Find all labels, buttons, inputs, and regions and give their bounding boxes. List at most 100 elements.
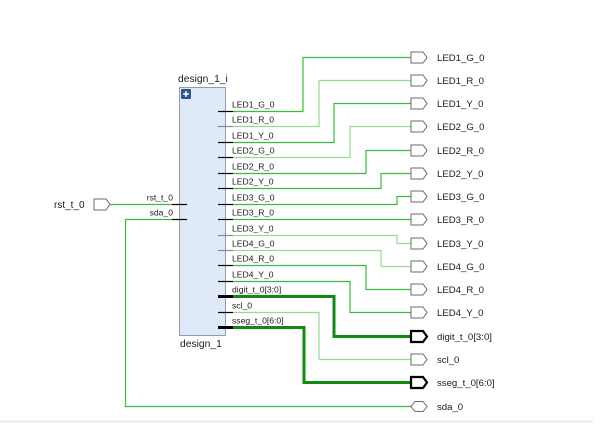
pin-label: LED2_Y_0 xyxy=(232,177,274,187)
net-wire-led4-r-0[interactable] xyxy=(233,264,411,291)
output-port-icon[interactable] xyxy=(410,51,428,64)
port-led2-y-0[interactable]: LED2_Y_0 xyxy=(410,167,483,180)
net-wire-led1-g-0[interactable] xyxy=(233,56,411,113)
pin-label: LED4_G_0 xyxy=(232,239,275,249)
pin-rst-t-0[interactable]: rst_t_0 xyxy=(147,193,187,206)
output-port-icon[interactable] xyxy=(410,74,428,87)
net-wire-led2-g-0[interactable] xyxy=(233,125,411,159)
pin-label: LED4_Y_0 xyxy=(232,270,274,280)
port-label: scl_0 xyxy=(437,355,459,366)
block-instance-name: design_1_i xyxy=(178,74,228,85)
output-port-icon[interactable] xyxy=(410,120,428,133)
output-port-icon[interactable] xyxy=(410,144,428,157)
port-led1-g-0[interactable]: LED1_G_0 xyxy=(410,51,484,64)
port-label: LED4_R_0 xyxy=(437,285,484,296)
pin-label: LED4_R_0 xyxy=(232,254,274,264)
pin-led1-g-0[interactable]: LED1_G_0 xyxy=(218,100,275,113)
output-port-icon[interactable] xyxy=(410,353,428,366)
pin-scl-0[interactable]: scl_0 xyxy=(218,301,252,314)
pin-sda-0[interactable]: sda_0 xyxy=(150,208,187,221)
port-led4-y-0[interactable]: LED4_Y_0 xyxy=(410,306,483,319)
plus-icon[interactable] xyxy=(181,89,191,99)
output-port-icon[interactable] xyxy=(409,329,429,344)
pin-label: rst_t_0 xyxy=(147,193,173,203)
port-scl-0[interactable]: scl_0 xyxy=(410,353,459,366)
port-led3-y-0[interactable]: LED3_Y_0 xyxy=(410,237,483,250)
port-led4-g-0[interactable]: LED4_G_0 xyxy=(410,260,484,273)
port-label: LED3_R_0 xyxy=(437,215,484,226)
port-label: LED2_Y_0 xyxy=(437,169,483,180)
port-label: LED1_Y_0 xyxy=(437,99,483,110)
pin-led2-y-0[interactable]: LED2_Y_0 xyxy=(218,177,274,190)
net-wire-digit-t-0-3-0[interactable] xyxy=(233,295,411,338)
output-port-icon[interactable] xyxy=(410,237,428,250)
net-wire-sseg-t-0-6-0[interactable] xyxy=(233,326,411,384)
pin-led1-y-0[interactable]: LED1_Y_0 xyxy=(218,131,274,144)
port-led2-g-0[interactable]: LED2_G_0 xyxy=(410,120,484,133)
output-port-icon[interactable] xyxy=(410,260,428,273)
pin-label: LED2_G_0 xyxy=(232,146,275,156)
output-port-icon[interactable] xyxy=(409,375,429,390)
port-label: LED4_Y_0 xyxy=(437,308,483,319)
pin-label: LED3_R_0 xyxy=(232,208,274,218)
block-pins: LED1_G_0LED1_R_0LED1_Y_0LED2_G_0LED2_R_0… xyxy=(147,100,284,329)
output-port-icon[interactable] xyxy=(410,283,428,296)
net-wire-led2-r-0[interactable] xyxy=(233,149,411,175)
net-wire-led3-g-0[interactable] xyxy=(233,195,411,206)
port-led1-y-0[interactable]: LED1_Y_0 xyxy=(410,97,483,110)
port-led4-r-0[interactable]: LED4_R_0 xyxy=(410,283,484,296)
external-ports: LED1_G_0LED1_R_0LED1_Y_0LED2_G_0LED2_R_0… xyxy=(54,51,495,414)
pin-led1-r-0[interactable]: LED1_R_0 xyxy=(218,115,274,128)
pin-led4-g-0[interactable]: LED4_G_0 xyxy=(218,239,275,252)
net-wire-led1-y-0[interactable] xyxy=(233,102,411,144)
port-digit-t-0-3-0[interactable]: digit_t_0[3:0] xyxy=(409,329,492,344)
output-port-icon[interactable] xyxy=(410,167,428,180)
pin-digit-t-0-3-0[interactable]: digit_t_0[3:0] xyxy=(218,285,281,298)
output-port-icon[interactable] xyxy=(410,306,428,319)
output-port-icon[interactable] xyxy=(410,213,428,226)
net-wire-led1-r-0[interactable] xyxy=(233,79,411,128)
pin-label: sseg_t_0[6:0] xyxy=(232,316,284,326)
port-led3-g-0[interactable]: LED3_G_0 xyxy=(410,190,484,203)
pin-led2-g-0[interactable]: LED2_G_0 xyxy=(218,146,275,159)
port-led2-r-0[interactable]: LED2_R_0 xyxy=(410,144,484,157)
pin-led3-y-0[interactable]: LED3_Y_0 xyxy=(218,224,274,237)
port-label: sseg_t_0[6:0] xyxy=(437,378,495,389)
input-port-icon[interactable] xyxy=(93,198,111,211)
port-label: LED1_R_0 xyxy=(437,76,484,87)
net-wire-led2-y-0[interactable] xyxy=(233,172,411,190)
pin-label: LED3_G_0 xyxy=(232,193,275,203)
net-wire-led3-y-0[interactable] xyxy=(233,234,411,245)
net-wire-led4-g-0[interactable] xyxy=(233,249,411,268)
block-body[interactable] xyxy=(179,87,226,336)
port-label: LED4_G_0 xyxy=(437,262,484,273)
port-sseg-t-0-6-0[interactable]: sseg_t_0[6:0] xyxy=(409,375,495,390)
net-wire-led4-y-0[interactable] xyxy=(233,280,411,314)
ip-block-design-1[interactable]: design_1_i design_1 xyxy=(178,74,228,350)
port-label: rst_t_0 xyxy=(54,200,85,211)
output-port-icon[interactable] xyxy=(410,190,428,203)
pin-label: digit_t_0[3:0] xyxy=(232,285,281,295)
port-led3-r-0[interactable]: LED3_R_0 xyxy=(410,213,484,226)
pin-led3-r-0[interactable]: LED3_R_0 xyxy=(218,208,274,221)
inout-port-icon[interactable] xyxy=(410,401,428,412)
pin-label: LED3_Y_0 xyxy=(232,224,274,234)
net-wire-sda-0[interactable] xyxy=(124,218,412,408)
port-label: LED2_R_0 xyxy=(437,146,484,157)
port-label: LED3_Y_0 xyxy=(437,239,483,250)
pin-led4-r-0[interactable]: LED4_R_0 xyxy=(218,254,274,267)
port-sda-0[interactable]: sda_0 xyxy=(410,401,463,414)
port-rst-t-0[interactable]: rst_t_0 xyxy=(54,198,111,211)
pin-sseg-t-0-6-0[interactable]: sseg_t_0[6:0] xyxy=(218,316,284,329)
pin-label: LED2_R_0 xyxy=(232,162,274,172)
pin-led4-y-0[interactable]: LED4_Y_0 xyxy=(218,270,274,283)
output-port-icon[interactable] xyxy=(410,97,428,110)
net-wire-scl-0[interactable] xyxy=(233,311,411,361)
pin-led2-r-0[interactable]: LED2_R_0 xyxy=(218,162,274,175)
port-label: sda_0 xyxy=(437,402,463,413)
pin-led3-g-0[interactable]: LED3_G_0 xyxy=(218,193,275,206)
port-label: LED2_G_0 xyxy=(437,122,484,133)
port-label: LED3_G_0 xyxy=(437,192,484,203)
port-led1-r-0[interactable]: LED1_R_0 xyxy=(410,74,484,87)
